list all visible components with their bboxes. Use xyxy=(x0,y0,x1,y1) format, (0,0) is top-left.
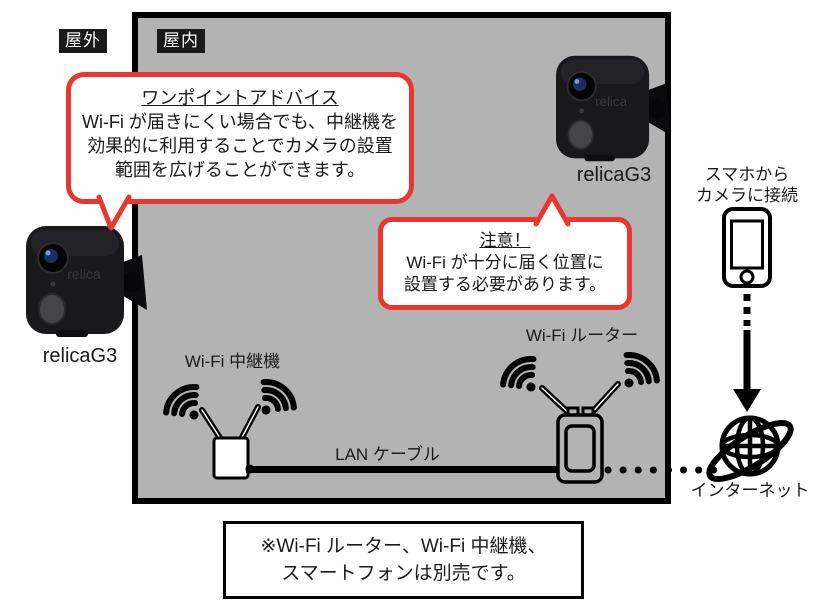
lan-cable-line xyxy=(245,464,562,474)
wifi-signal-icon xyxy=(248,376,299,426)
wifi-signal-icon xyxy=(611,349,662,399)
outdoor-camera-label: relicaG3 xyxy=(42,345,118,367)
caution-speech-bubble: 注意！ Wi-Fi が十分に届く位置に 設置する必要があります。 xyxy=(378,217,632,310)
internet-label: インターネット xyxy=(690,481,810,500)
repeater-label: Wi-Fi 中継機 xyxy=(184,352,281,371)
caution-line-2: 設置する必要があります。 xyxy=(403,275,607,294)
router-label: Wi-Fi ルーター xyxy=(525,326,639,345)
advice-speech-bubble: ワンポイントアドバイス Wi-Fi が届きにくい場合でも、中継機を 効果的に利用… xyxy=(66,72,414,204)
internet-globe-icon xyxy=(706,415,794,482)
advice-line-2: 効果的に利用することでカメラの設置 xyxy=(87,136,393,156)
note-line-2: スマートフォンは別売です。 xyxy=(281,563,526,584)
advice-line-1: Wi-Fi が届きにくい場合でも、中継機を xyxy=(81,112,399,132)
security-camera-icon xyxy=(25,225,148,338)
outdoor-label-chip: 屋外 xyxy=(59,29,107,53)
wifi-signal-icon xyxy=(498,353,549,403)
caution-title: 注意！ xyxy=(479,231,531,250)
phone-caption: スマホから カメラに接続 xyxy=(689,164,805,206)
wifi-router-icon xyxy=(498,349,662,484)
indoor-camera-label: relicaG3 xyxy=(576,164,652,186)
smartphone-icon xyxy=(722,207,772,288)
note-line-1: ※Wi-Fi ルーター、Wi-Fi 中継機、 xyxy=(260,536,547,557)
indoor-label-chip: 屋内 xyxy=(157,29,205,53)
phone-caption-line-2: カメラに接続 xyxy=(696,186,798,205)
caution-line-1: Wi-Fi が十分に届く位置に xyxy=(406,253,604,272)
wifi-repeater-icon xyxy=(161,376,299,480)
wifi-signal-icon xyxy=(161,381,212,431)
down-arrow-icon xyxy=(733,294,761,412)
phone-caption-line-1: スマホから xyxy=(704,165,790,184)
lan-cable-label: LAN ケーブル xyxy=(335,445,440,464)
advice-line-3: 範囲を広げることができます。 xyxy=(114,160,366,180)
note-box: ※Wi-Fi ルーター、Wi-Fi 中継機、 スマートフォンは別売です。 xyxy=(223,521,584,599)
security-camera-icon xyxy=(555,54,672,163)
advice-title: ワンポイントアドバイス xyxy=(141,88,339,108)
